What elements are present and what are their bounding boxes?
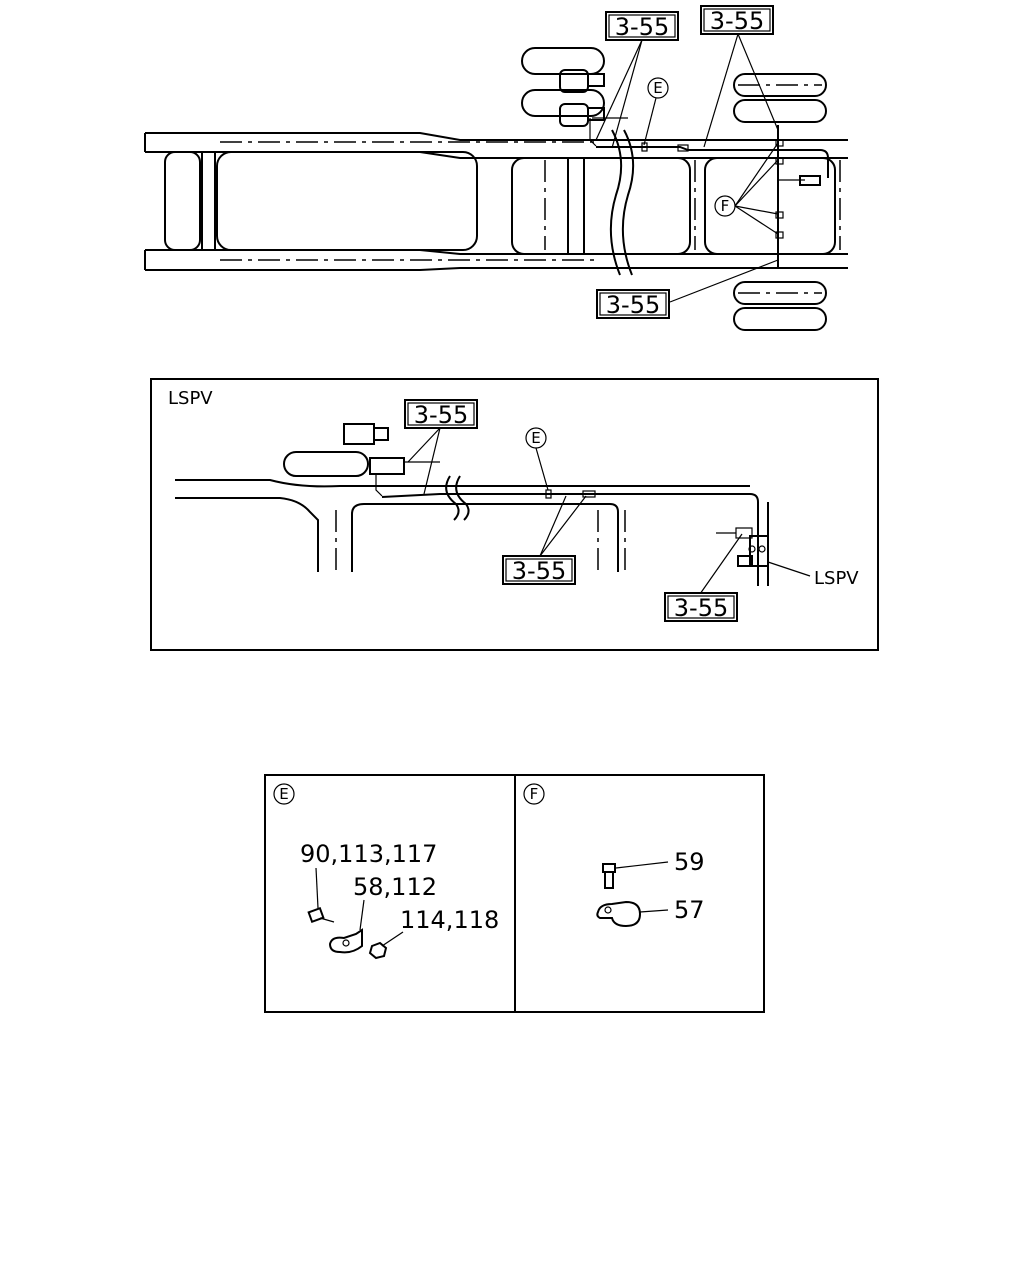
top-callout-3-label: 3-55 — [606, 291, 660, 319]
lspv-callout-3-label: 3-55 — [674, 594, 728, 622]
lspv-callout-1-label: 3-55 — [414, 401, 468, 429]
bolt-icon — [307, 867, 335, 924]
top-marker-f-label: F — [721, 197, 730, 215]
top-marker-e-label: E — [653, 79, 662, 97]
clip-icon — [328, 899, 365, 954]
top-marker-e: E — [647, 77, 669, 99]
detail-e-part-nut: 114,118 — [400, 906, 499, 934]
bolt-icon — [602, 861, 669, 889]
lspv-panel-title: LSPV — [168, 388, 213, 409]
lspv-panel: LSPV — [150, 378, 879, 651]
lspv-callout-1: 3-55 — [404, 399, 478, 429]
nut-icon — [368, 931, 404, 960]
detail-e-panel: E 90,113,117 58,112 114,118 — [264, 774, 516, 1013]
lspv-marker-e: E — [525, 427, 547, 449]
clip-icon — [596, 900, 669, 928]
lspv-marker-e-label: E — [531, 429, 540, 447]
lspv-callout-2-label: 3-55 — [512, 557, 566, 585]
detail-e-part-bolt: 90,113,117 — [300, 840, 437, 868]
top-callout-1: 3-55 — [605, 11, 679, 41]
detail-f-part-clip: 57 — [674, 896, 705, 924]
detail-f-panel: F 59 57 — [514, 774, 765, 1013]
top-callout-2-label: 3-55 — [710, 7, 764, 35]
top-callout-3: 3-55 — [596, 289, 670, 319]
lspv-callout-2: 3-55 — [502, 555, 576, 585]
detail-e-marker: E — [279, 785, 288, 803]
detail-f-marker: F — [530, 785, 539, 803]
top-chassis-view — [144, 33, 848, 331]
detail-f-part-bolt: 59 — [674, 848, 705, 876]
lspv-part-label: LSPV — [814, 568, 859, 589]
top-callout-2: 3-55 — [700, 5, 774, 35]
top-callout-1-label: 3-55 — [615, 13, 669, 41]
top-marker-f: F — [714, 195, 736, 217]
detail-e-part-clip: 58,112 — [353, 873, 437, 901]
lspv-callout-3: 3-55 — [664, 592, 738, 622]
